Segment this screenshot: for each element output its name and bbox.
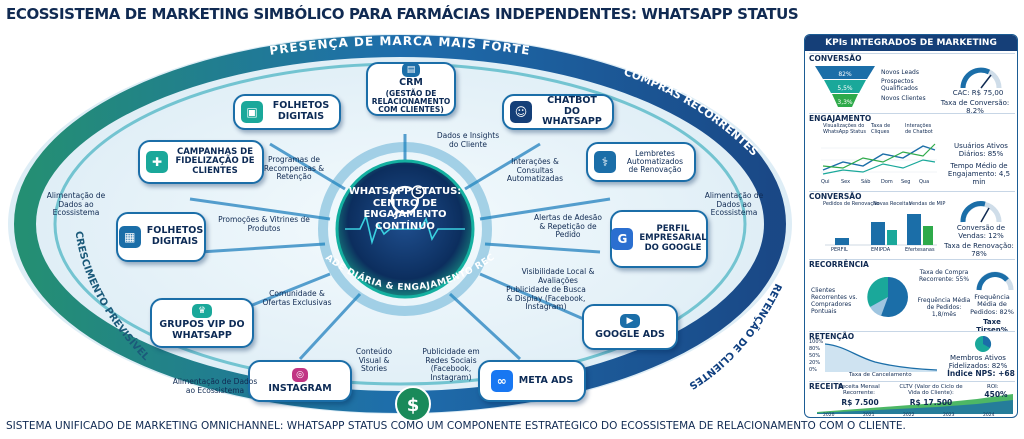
footer-caption: SISTEMA UNIFICADO DE MARKETING OMNICHANN… <box>6 420 906 432</box>
node-perfil-google[interactable]: G PERFIL EMPRESARIAL DO GOOGLE <box>610 210 708 268</box>
engagement-line-chart <box>821 143 937 175</box>
gauge-vendas <box>960 201 1002 223</box>
group-crown-icon: ♛ <box>192 304 212 319</box>
kpi-header: KPIs INTEGRADOS DE MARKETING <box>805 35 1017 51</box>
kpi-conversao-2: CONVERSÃO Pedidos de Renovação Novas Rec… <box>809 191 1015 259</box>
meta-infinity-icon: ∞ <box>490 370 513 392</box>
hub-halo <box>318 142 492 316</box>
conversion-bar-chart <box>825 214 937 246</box>
dollar-sign: $ <box>407 395 420 416</box>
node-instagram[interactable]: ◎ INSTAGRAM <box>248 360 352 402</box>
page-title: ECOSSISTEMA DE MARKETING SIMBÓLICO PARA … <box>6 5 801 23</box>
node-chatbot[interactable]: ☺ CHATBOT DO WHATSAPP <box>502 94 614 130</box>
svg-text:3,3%: 3,3% <box>837 99 853 106</box>
kpi-recorrencia: RECORRÊNCIA Clientes Recorrentes vs. Com… <box>809 259 1015 335</box>
svg-text:82%: 82% <box>838 71 852 78</box>
label-alim-tr: Alimentação de Dados ao Ecossistema <box>704 191 764 218</box>
label-publicidade-busca: Publicidade de Busca & Display (Facebook… <box>506 285 586 312</box>
gauge-conversao <box>960 67 1002 89</box>
node-lembretes[interactable]: ⚕ Lembretes Automatizados de Renovação <box>586 142 696 182</box>
retention-line-chart <box>825 343 937 372</box>
label-comunidade: Comunidade & Ofertas Exclusivas <box>262 289 332 307</box>
label-visibilidade: Visibilidade Local & Avaliações <box>521 267 595 285</box>
connector-arrows <box>189 134 611 361</box>
node-google-ads[interactable]: ▶ GOOGLE ADS <box>582 304 678 350</box>
kpi-panel: KPIs INTEGRADOS DE MARKETING CONVERSÃO 8… <box>804 34 1018 418</box>
gauge-frequencia <box>976 271 1014 291</box>
label-conteudo: Conteúdo Visual & Stories <box>355 347 393 374</box>
megaphone-icon: ▶ <box>620 313 640 328</box>
label-alim-bl: Alimentação de Dados ao Ecossistema <box>172 377 258 395</box>
recurrence-pie-chart <box>867 276 908 317</box>
node-meta-ads[interactable]: ∞ META ADS <box>478 360 586 402</box>
label-dados-insights: Dados e Insights do Cliente <box>436 131 500 149</box>
hub-label: WHATSAPP STATUS: CENTRO DE ENGAJAMENTO C… <box>348 186 462 232</box>
kpi-conversao: CONVERSÃO 82% 5,5% 3,3% Novos Leads Pros… <box>809 53 1015 115</box>
gift-icon: ✚ <box>146 151 168 173</box>
node-folhetos-mid[interactable]: ▦ FOLHETOS DIGITAIS <box>116 212 206 262</box>
crm-icon: ▤ <box>402 63 420 78</box>
node-crm[interactable]: ▤ CRM (GESTÃO DE RELACIONAMENTO COM CLIE… <box>366 62 456 116</box>
robot-icon: ☺ <box>510 101 532 123</box>
funnel-chart: 82% 5,5% 3,3% <box>815 66 875 107</box>
id-card-icon: ▣ <box>241 101 263 123</box>
label-promocoes: Promoções & Vitrines de Produtos <box>218 215 310 233</box>
whatsapp-icon <box>390 185 425 216</box>
label-interacoes: Interações & Consultas Automatizadas <box>506 157 564 184</box>
dollar-coin-icon <box>395 386 431 420</box>
kpi-engajamento: ENGAJAMENTO Visualizações do WhatsApp St… <box>809 113 1015 190</box>
storefront-icon: G <box>611 228 634 250</box>
node-campanhas[interactable]: ✚ CAMPANHAS DE FIDELIZAÇÃO DE CLIENTES <box>138 140 264 184</box>
node-grupos-vip[interactable]: ♛ GRUPOS VIP DO WHATSAPP <box>150 298 254 348</box>
pill-bottle-icon: ⚕ <box>594 151 616 173</box>
instagram-icon: ◎ <box>292 367 308 382</box>
kpi-receita: RECEITA Receita Mensal Recorrente: R$ 7.… <box>809 381 1015 417</box>
node-folhetos-top[interactable]: ▣ FOLHETOS DIGITAIS <box>233 94 341 130</box>
kpi-retencao: RETENÇÃO 100% 80% 50% 20% 0% Taxa de Can… <box>809 331 1015 378</box>
revenue-area-chart <box>817 394 1013 414</box>
label-alertas: Alertas de Adesão & Repetição de Pedido <box>534 213 602 240</box>
label-programas: Programas de Recompensas & Retenção <box>263 155 325 182</box>
newspaper-icon: ▦ <box>118 226 141 248</box>
label-publicidade-redes: Publicidade em Redes Sociais (Facebook, … <box>422 347 480 382</box>
svg-text:5,5%: 5,5% <box>837 85 853 92</box>
label-alim-tl: Alimentação de Dados ao Ecossistema <box>46 191 106 218</box>
signal-wave <box>345 213 465 245</box>
retention-pie-icon <box>975 335 992 352</box>
